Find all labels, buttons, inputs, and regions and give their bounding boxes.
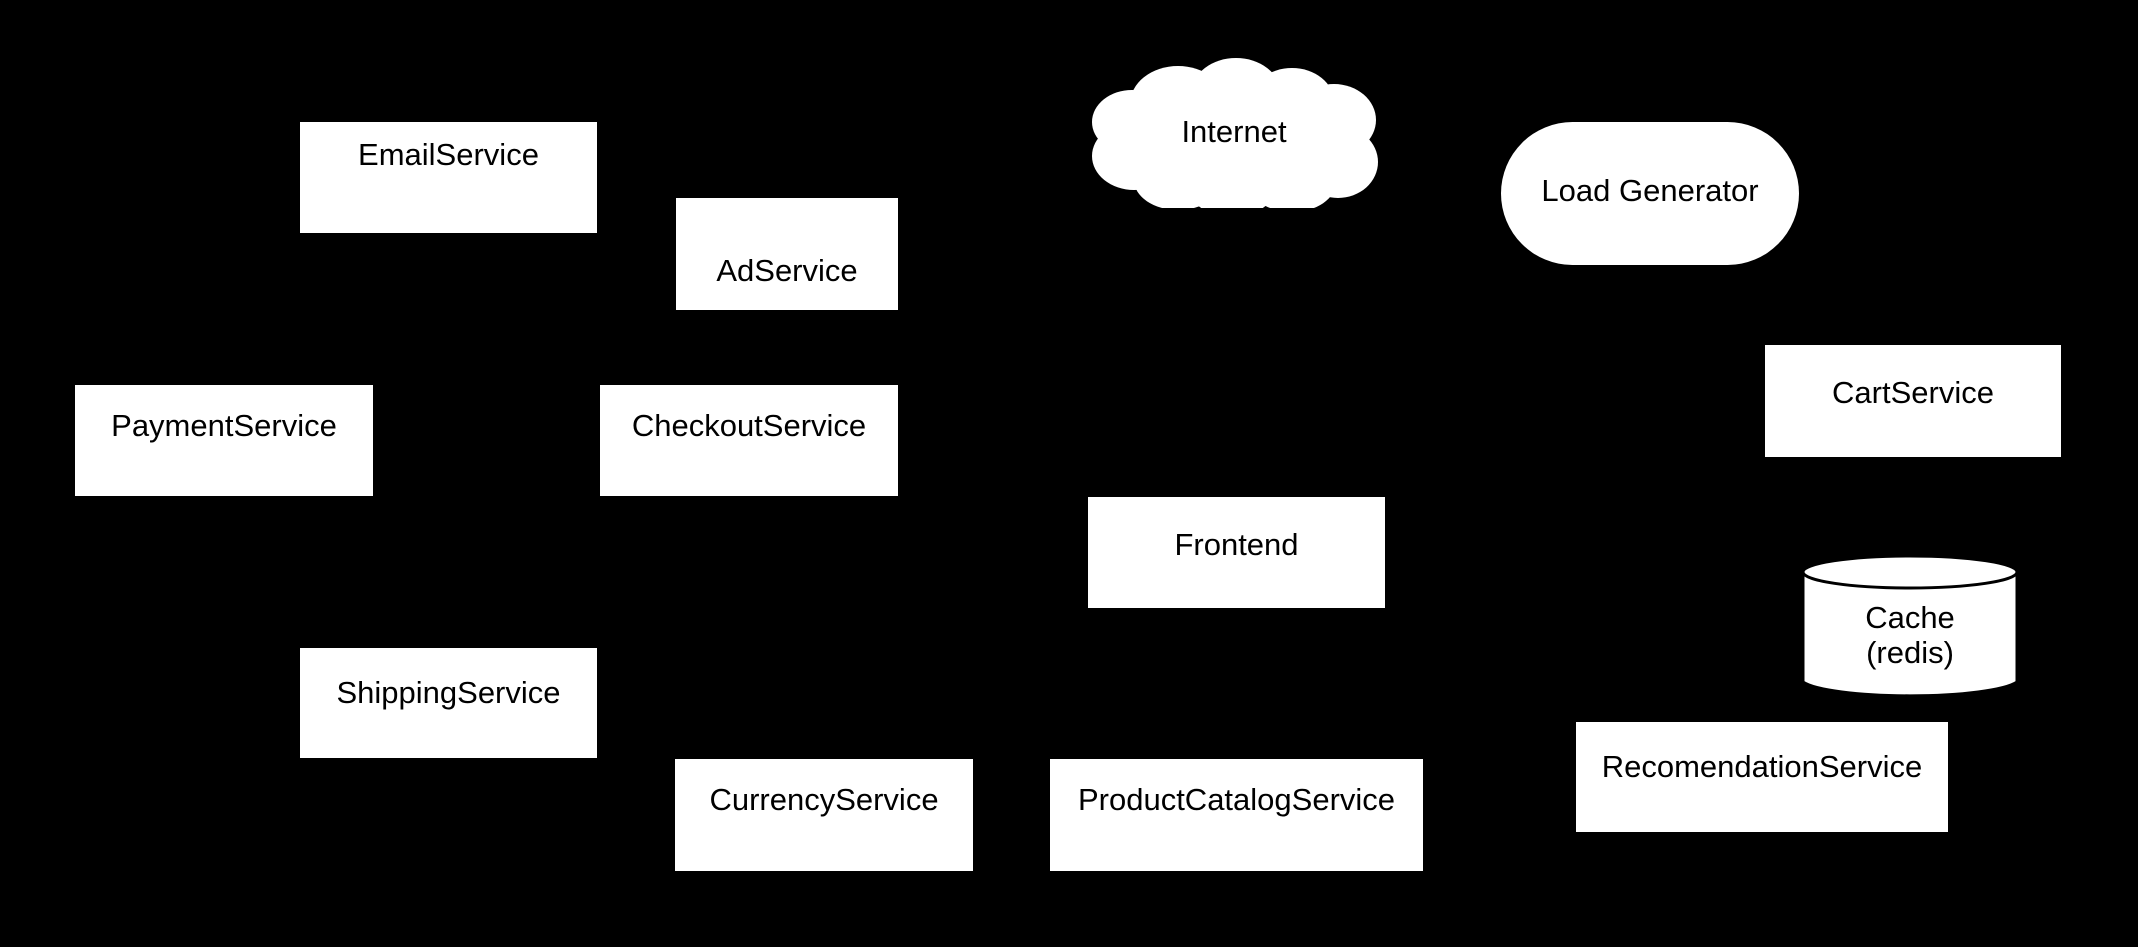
node-label-productcatalogservice: ProductCatalogService (1077, 782, 1396, 817)
node-internet[interactable]: Internet (1086, 58, 1382, 208)
node-frontend[interactable]: Frontend (1088, 497, 1385, 608)
node-label-shippingservice: ShippingService (336, 675, 561, 710)
node-label-frontend: Frontend (1174, 527, 1299, 562)
cylinder-icon (1801, 554, 2019, 698)
node-adservice[interactable]: AdService (676, 198, 898, 310)
node-emailservice[interactable]: EmailService (300, 122, 597, 233)
node-loadgenerator[interactable]: Load Generator (1501, 122, 1799, 265)
node-label-recomendationservice: RecomendationService (1601, 749, 1923, 784)
node-cache[interactable]: Cache (redis) (1800, 553, 2020, 701)
node-label-paymentservice: PaymentService (111, 408, 337, 443)
node-label-loadgenerator: Load Generator (1541, 173, 1759, 208)
node-label-cache: Cache (redis) (1865, 600, 1955, 670)
node-label-adservice: AdService (716, 253, 858, 288)
node-checkoutservice[interactable]: CheckoutService (600, 385, 898, 496)
node-label-internet: Internet (1181, 114, 1287, 149)
node-paymentservice[interactable]: PaymentService (75, 385, 373, 496)
node-shippingservice[interactable]: ShippingService (300, 648, 597, 758)
node-currencyservice[interactable]: CurrencyService (675, 759, 973, 871)
node-cartservice[interactable]: CartService (1765, 345, 2061, 457)
node-label-currencyservice: CurrencyService (709, 782, 939, 817)
node-label-checkoutservice: CheckoutService (631, 408, 867, 443)
node-productcatalogservice[interactable]: ProductCatalogService (1050, 759, 1423, 871)
node-recomendationservice[interactable]: RecomendationService (1576, 722, 1948, 832)
cloud-icon (1092, 58, 1378, 208)
node-label-cartservice: CartService (1832, 375, 1994, 410)
node-label-emailservice: EmailService (358, 137, 539, 172)
